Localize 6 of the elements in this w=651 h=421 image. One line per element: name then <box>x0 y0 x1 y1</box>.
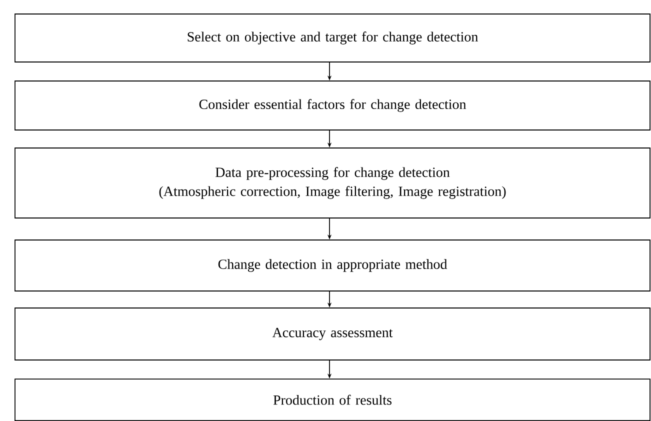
process-box: Select on objective and target for change detection <box>14 14 650 62</box>
process-box: Production of results <box>14 378 650 421</box>
process-box: Accuracy assessment <box>14 308 650 360</box>
process-box: Change detection in appropriate method <box>14 240 650 292</box>
process-box: Consider essential factors for change detection <box>14 80 650 130</box>
process-box: Data pre-processing for change detection (Atmospheric correction, Image filtering, Image registration) <box>14 148 650 218</box>
